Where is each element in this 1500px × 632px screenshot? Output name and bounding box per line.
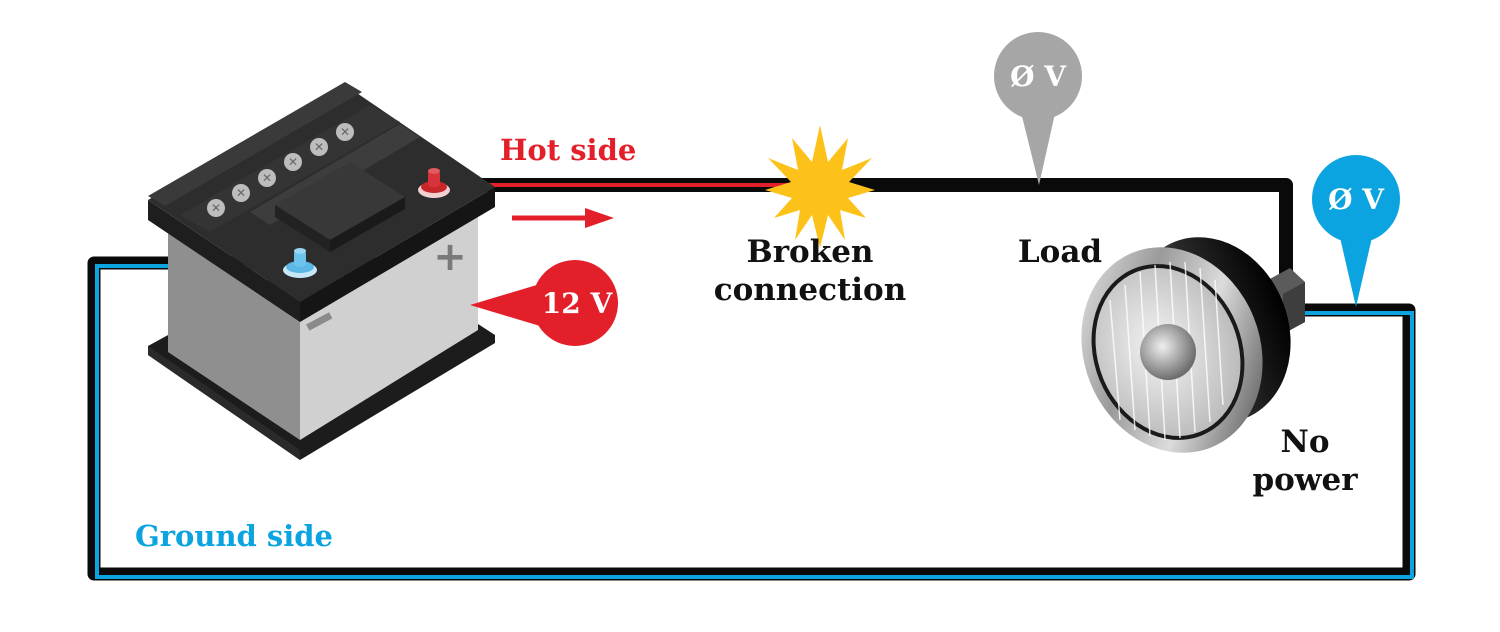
no-power-label-line1: No [1280, 424, 1329, 460]
hot-wire-dead [836, 178, 1293, 297]
broken-connection-label-line2: connection [714, 272, 907, 308]
svg-text:12 V: 12 V [542, 287, 614, 320]
ground-wire [87, 256, 1416, 581]
svg-text:Ø V: Ø V [1010, 60, 1067, 93]
ground-side-label: Ground side [135, 519, 333, 553]
no-power-label-line2: power [1252, 462, 1358, 498]
ground-side-voltage-pin: Ø V [1312, 155, 1400, 307]
broken-connection-label-line1: Broken [747, 234, 874, 270]
bulb [1140, 324, 1196, 380]
negative-terminal [283, 248, 317, 278]
positive-terminal [418, 168, 450, 198]
svg-text:✕: ✕ [236, 186, 246, 200]
svg-text:✕: ✕ [211, 201, 221, 215]
vent-caps: ✕ ✕ ✕ ✕ ✕ ✕ [207, 123, 354, 217]
spark-icon [765, 125, 875, 248]
svg-text:✕: ✕ [262, 171, 272, 185]
battery-negative-mark [306, 312, 333, 331]
battery: ✕ ✕ ✕ ✕ ✕ ✕ + [148, 82, 495, 460]
headlamp-load [1081, 237, 1305, 453]
svg-text:✕: ✕ [340, 125, 350, 139]
svg-text:Ø V: Ø V [1328, 183, 1385, 216]
battery-positive-mark: + [433, 234, 467, 280]
svg-text:✕: ✕ [314, 140, 324, 154]
battery-voltage-marker: 12 V [470, 260, 618, 346]
battery-side-right [300, 205, 478, 440]
load-label: Load [1018, 234, 1102, 270]
current-direction-arrow [512, 208, 614, 228]
battery-side-left [168, 220, 300, 440]
hot-side-voltage-pin: Ø V [994, 32, 1082, 185]
hot-side-label: Hot side [500, 133, 636, 167]
svg-text:✕: ✕ [288, 155, 298, 169]
